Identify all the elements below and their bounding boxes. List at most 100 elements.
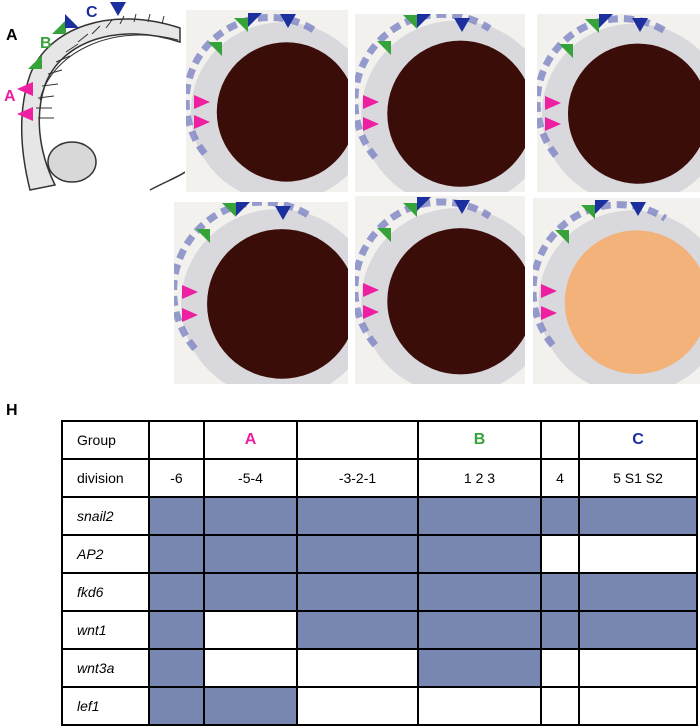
- arrowhead-icon: [599, 14, 613, 29]
- expression-on-cell: [540, 572, 580, 612]
- expression-off-cell: [540, 534, 580, 574]
- division-cell: 1 2 3: [417, 458, 542, 498]
- expression-on-cell: [417, 610, 542, 650]
- expression-on-cell: [417, 648, 542, 688]
- embryo-photo-c: [355, 14, 525, 192]
- arrowhead-icon: [453, 18, 470, 32]
- gene-name-cell: lef1: [61, 686, 150, 726]
- expression-off-cell: [203, 648, 298, 688]
- gene-name-cell: snail2: [61, 496, 150, 536]
- arrowhead-icon: [545, 117, 561, 132]
- embryo-photo-g: [533, 198, 700, 384]
- expression-on-cell: [148, 686, 205, 726]
- arrowhead-icon: [182, 307, 198, 322]
- arrowhead-icon: [363, 95, 379, 110]
- arrowhead-icon: [541, 284, 557, 299]
- arrowhead-icon: [363, 283, 379, 297]
- expression-off-cell: [578, 686, 698, 726]
- table-row: wnt3a: [61, 648, 698, 688]
- table-row: AP2: [61, 534, 698, 574]
- expression-off-cell: [578, 534, 698, 574]
- expression-on-cell: [148, 648, 205, 688]
- arrowhead-icon: [222, 202, 236, 217]
- expression-off-cell: [578, 648, 698, 688]
- group-label-cell: [540, 420, 580, 460]
- division-cell: -6: [148, 458, 205, 498]
- arrowhead-icon: [194, 94, 210, 109]
- expression-off-cell: [203, 610, 298, 650]
- division-cell: 5 S1 S2: [578, 458, 698, 498]
- group-label: B: [473, 431, 486, 448]
- embryo-photo-b: [186, 10, 348, 192]
- arrowhead-icon: [631, 18, 648, 32]
- expression-on-cell: [148, 572, 205, 612]
- division-cell: 4: [540, 458, 580, 498]
- expression-on-cell: [203, 534, 298, 574]
- embryo-photo-e: [174, 202, 348, 384]
- arrowhead-icon: [585, 19, 599, 34]
- embryo-photo-f: [355, 196, 525, 384]
- expression-off-cell: [296, 648, 419, 688]
- arrowhead-icon: [595, 200, 609, 215]
- arrowhead-icon: [182, 285, 198, 300]
- group-header-cell: Group: [61, 420, 150, 460]
- expression-on-cell: [417, 572, 542, 612]
- expression-off-cell: [540, 648, 580, 688]
- expression-on-cell: [296, 610, 419, 650]
- expression-off-cell: [296, 686, 419, 726]
- embryo-photo-d: [537, 14, 700, 192]
- expression-on-cell: [296, 534, 419, 574]
- arrow-magenta-icon: [17, 107, 33, 121]
- group-label-cell: B: [417, 420, 542, 460]
- gene-name-cell: fkd6: [61, 572, 150, 612]
- group-label: A: [244, 431, 257, 448]
- arrowhead-icon: [417, 197, 431, 212]
- group-label-cell: A: [203, 420, 298, 460]
- panel-label-a: A: [6, 27, 18, 44]
- division-header-cell: division: [61, 458, 150, 498]
- arrowhead-icon: [194, 115, 210, 130]
- schematic-label-c: C: [86, 4, 98, 21]
- gene-name-cell: AP2: [61, 534, 150, 574]
- arrowhead-icon: [555, 230, 569, 245]
- arrowhead-icon: [274, 206, 291, 220]
- expression-on-cell: [203, 496, 298, 536]
- arrow-green-icon: [52, 20, 66, 34]
- expression-on-cell: [148, 534, 205, 574]
- expression-off-cell: [417, 686, 542, 726]
- arrowhead-icon: [545, 96, 561, 111]
- expression-on-cell: [417, 534, 542, 574]
- group-label-cell: C: [578, 420, 698, 460]
- arrowhead-icon: [196, 229, 210, 244]
- expression-on-cell: [203, 572, 298, 612]
- expression-on-cell: [296, 496, 419, 536]
- arrowhead-icon: [629, 202, 646, 216]
- expression-on-cell: [578, 496, 698, 536]
- table-row: fkd6: [61, 572, 698, 612]
- gene-name-cell: wnt3a: [61, 648, 150, 688]
- group-label-cell: [296, 420, 419, 460]
- arrow-magenta-icon: [17, 82, 33, 96]
- schematic-label-a: A: [4, 88, 16, 105]
- expression-off-cell: [540, 686, 580, 726]
- arrowhead-icon: [234, 17, 248, 32]
- expression-on-cell: [148, 496, 205, 536]
- arrowhead-icon: [377, 40, 391, 55]
- group-label-cell: [148, 420, 205, 460]
- arrowhead-icon: [581, 205, 595, 220]
- arrowhead-icon: [403, 202, 417, 217]
- arrowhead-icon: [279, 14, 296, 28]
- table-row: wnt1: [61, 610, 698, 650]
- arrowhead-icon: [417, 14, 431, 28]
- table-row: snail2: [61, 496, 698, 536]
- gene-name-cell: wnt1: [61, 610, 150, 650]
- arrowhead-icon: [541, 305, 557, 320]
- arrowhead-icon: [236, 202, 250, 216]
- expression-on-cell: [540, 610, 580, 650]
- schematic-panel-a: [0, 0, 185, 200]
- arrow-green-icon: [28, 55, 42, 69]
- group-label: C: [632, 431, 644, 448]
- arrowhead-icon: [363, 117, 379, 132]
